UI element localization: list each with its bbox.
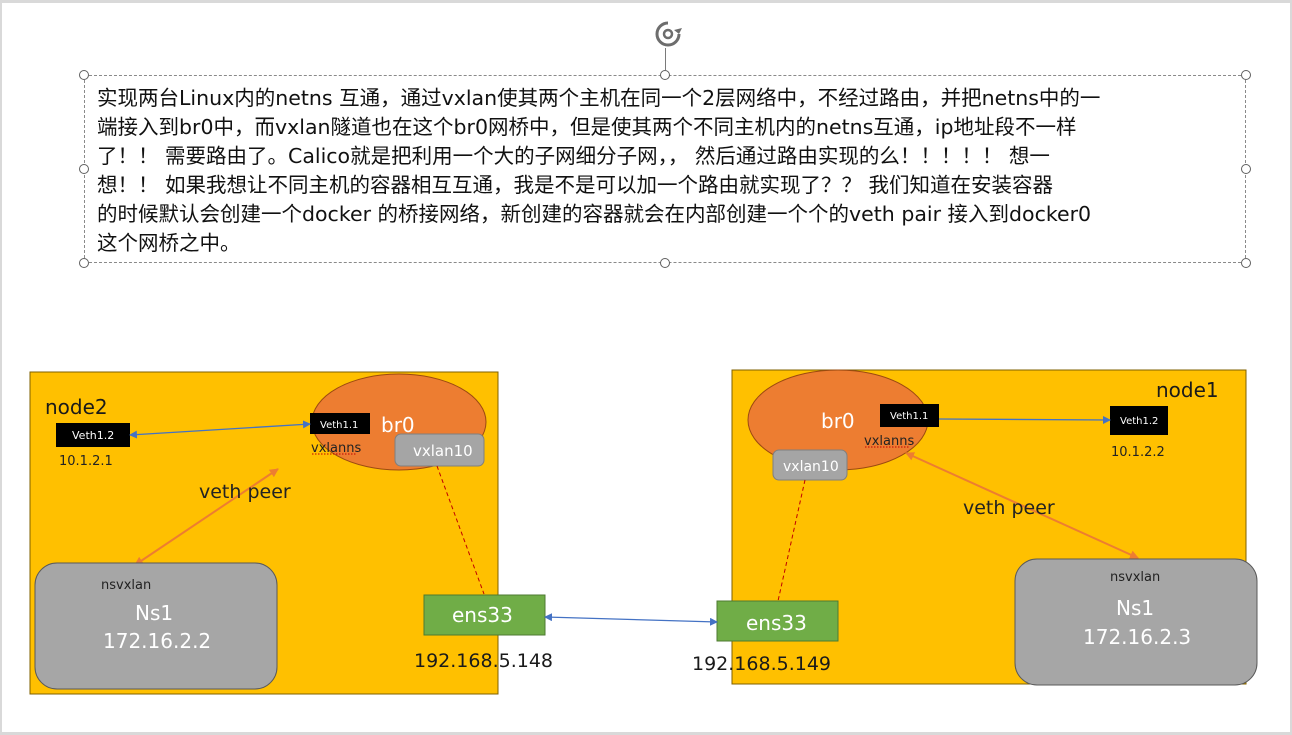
node1-veth-out-label: Veth1.2 (1120, 416, 1158, 427)
rotate-icon[interactable] (652, 18, 684, 50)
node1-label: node1 (1156, 378, 1219, 402)
node1-ns-ip: 172.16.2.3 (1083, 625, 1191, 649)
node1-ns-label: nsvxlan (1110, 570, 1160, 585)
node1-vxlanns-label: vxlanns (864, 434, 914, 449)
resize-handle-left[interactable] (79, 164, 89, 174)
node1-group: node1 br0 Veth1.1 vxlanns vxlan10 Veth1.… (692, 369, 1258, 686)
node2-vxlanns-label: vxlanns (311, 441, 361, 456)
description-line: 端接入到br0中，而vxlan隧道也在这个br0网桥中，但是使其两个不同主机内的… (97, 115, 1077, 139)
node2-veth-peer-label: veth peer (199, 481, 291, 503)
node2-ns-ip: 172.16.2.2 (103, 629, 211, 653)
ens33-interhost-link (544, 613, 718, 626)
node2-veth-br[interactable] (310, 413, 370, 434)
node1-veth-br[interactable] (880, 404, 939, 427)
resize-handle-top-left[interactable] (79, 70, 89, 80)
node1-veth-br-label: Veth1.1 (890, 411, 928, 422)
resize-handle-bottom-right[interactable] (1241, 258, 1251, 268)
node1-br0-label: br0 (821, 409, 855, 433)
node2-veth-out[interactable] (56, 423, 130, 447)
description-line: 实现两台Linux内的netns 互通，通过vxlan使其两个主机在同一个2层网… (97, 86, 1101, 110)
node2-ns1-box[interactable] (34, 562, 278, 690)
resize-handle-top-right[interactable] (1241, 70, 1251, 80)
node2-vxlan-tunnel-link (436, 465, 485, 595)
node2-br0-label: br0 (381, 413, 415, 437)
node2-veth-out-label: Veth1.2 (72, 429, 114, 442)
description-line: 了！！ 需要路由了。Calico就是把利用一个大的子网细分子网，， 然后通过路由… (97, 144, 1050, 168)
node2-veth-br-label: Veth1.1 (320, 420, 358, 431)
node2-ens33-label: ens33 (452, 603, 513, 627)
node2-veth-link (129, 420, 311, 439)
node2-label: node2 (45, 395, 108, 419)
node1-ens33-nic[interactable] (716, 600, 839, 642)
node2-ens33-nic[interactable] (423, 594, 546, 636)
resize-handle-top[interactable] (660, 70, 670, 80)
node2-vxlan10-box[interactable] (394, 433, 485, 467)
node1-veth-peer-link (905, 452, 1139, 559)
node1-vxlan10-label: vxlan10 (783, 459, 839, 475)
node1-veth-peer-label: veth peer (963, 497, 1055, 519)
node2-group: node2 br0 Veth1.1 vxlanns vxlan10 Veth1.… (29, 371, 553, 695)
description-line: 想！！ 如果我想让不同主机的容器相互互通，我是不是可以加一个路由就实现了？？ 我… (97, 173, 1054, 197)
description-text: 实现两台Linux内的netns 互通，通过vxlan使其两个主机在同一个2层网… (97, 84, 1242, 258)
node1-ns-name: Ns1 (1116, 596, 1154, 620)
resize-handle-right[interactable] (1241, 164, 1251, 174)
node2-vxlan10-label: vxlan10 (413, 442, 473, 460)
node2-ens33-ip: 192.168.5.148 (414, 650, 553, 672)
resize-handle-bottom-left[interactable] (79, 258, 89, 268)
node2-ns-label: nsvxlan (101, 578, 151, 593)
description-textbox[interactable]: 实现两台Linux内的netns 互通，通过vxlan使其两个主机在同一个2层网… (84, 75, 1246, 263)
node1-veth-link (938, 415, 1111, 424)
node1-ens33-ip: 192.168.5.149 (692, 653, 831, 675)
node2-veth-peer-link (134, 468, 279, 566)
resize-handle-bottom[interactable] (660, 258, 670, 268)
node2-ns-name: Ns1 (135, 601, 173, 625)
node1-veth-out-ip: 10.1.2.2 (1111, 445, 1165, 460)
node1-vxlan10-box[interactable] (772, 449, 848, 481)
description-line: 这个网桥之中。 (97, 231, 241, 255)
node1-ens33-label: ens33 (746, 611, 807, 635)
description-line: 的时候默认会创建一个docker 的桥接网络，新创建的容器就会在内部创建一个个的… (97, 202, 1092, 226)
node1-ns1-box[interactable] (1014, 558, 1258, 686)
rotate-handle-stem (665, 48, 666, 70)
node1-veth-out[interactable] (1110, 406, 1168, 435)
node2-veth-out-ip: 10.1.2.1 (59, 454, 113, 469)
